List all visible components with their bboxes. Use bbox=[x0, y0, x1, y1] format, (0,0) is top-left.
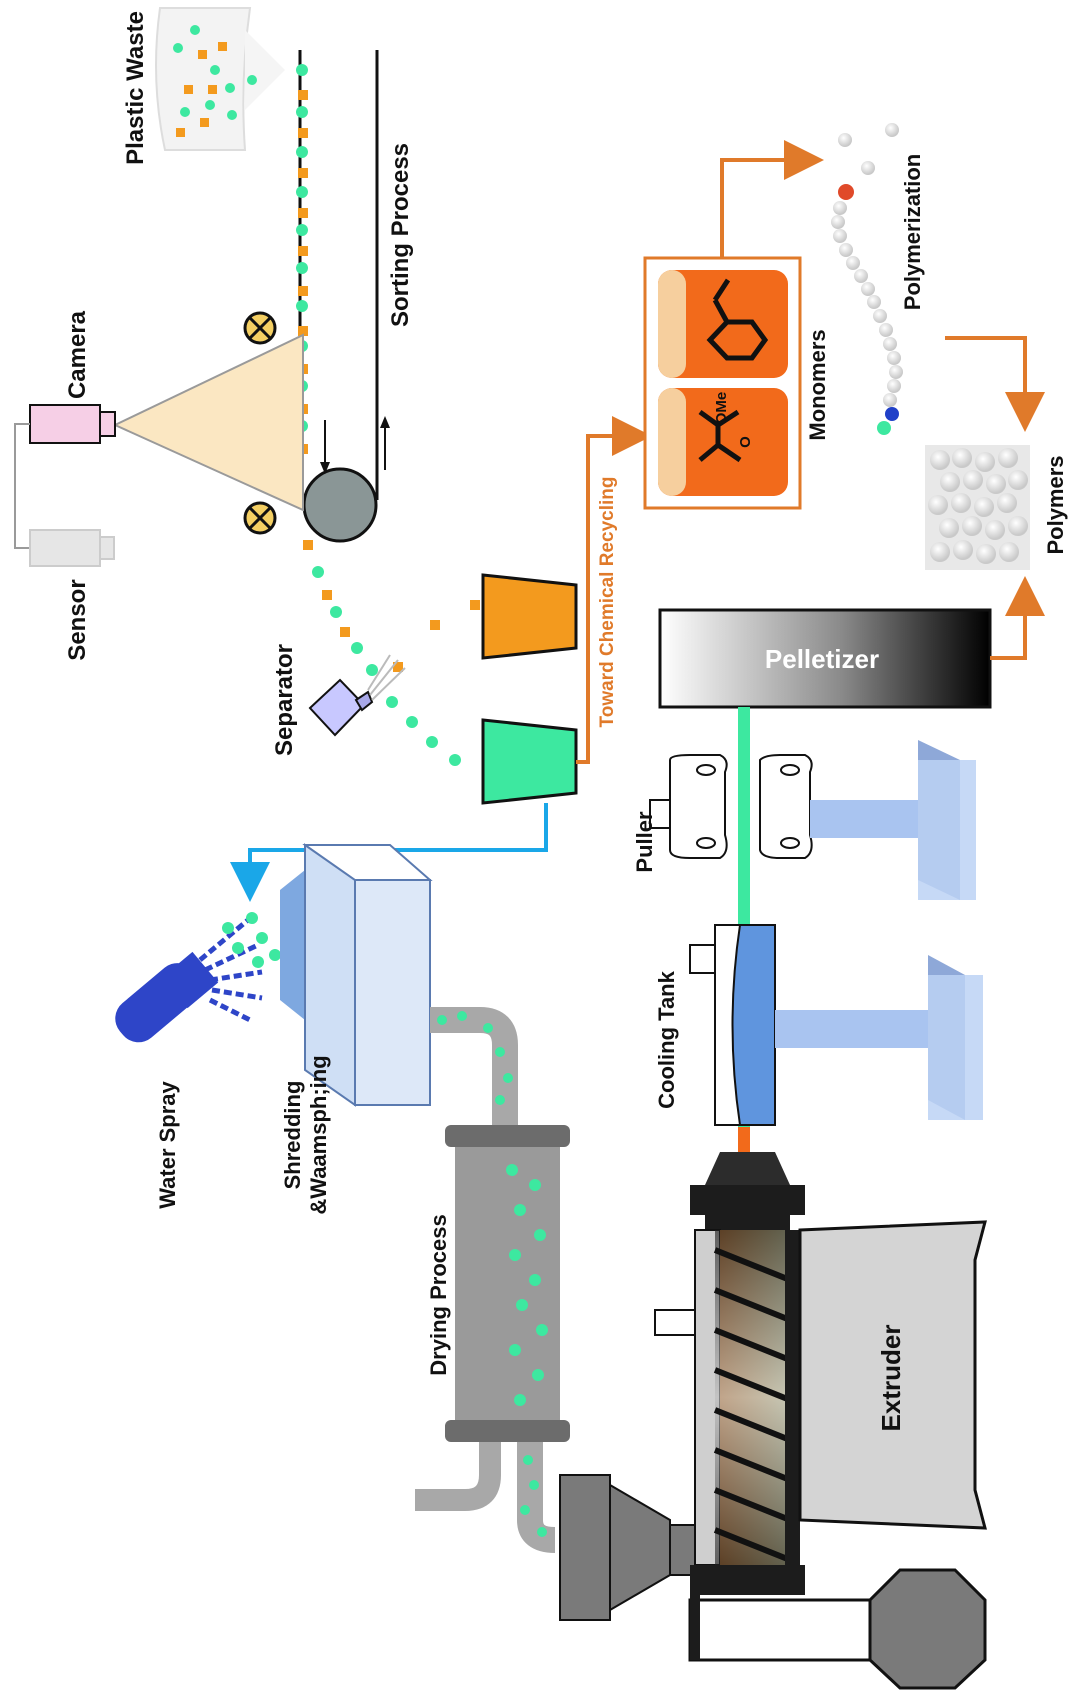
methyl-methacrylate-structure-icon bbox=[698, 409, 742, 463]
extruder-machine bbox=[559, 1152, 987, 1690]
puller bbox=[649, 740, 976, 900]
camera-view-cone bbox=[112, 333, 304, 512]
shredder bbox=[280, 843, 433, 1107]
pelletizer-box bbox=[658, 608, 992, 709]
polymer-chain bbox=[831, 123, 903, 435]
sensor-label: Sensor bbox=[64, 579, 91, 660]
extrudate-strand-orange bbox=[738, 1127, 750, 1152]
monomers-box: OMe O bbox=[643, 256, 802, 510]
camera-icon bbox=[29, 404, 116, 444]
dryer-inlet-pipe bbox=[415, 1442, 501, 1511]
pelletizer-to-polymers-arrow bbox=[990, 576, 1045, 660]
sorting-conveyor bbox=[298, 50, 390, 543]
monomers-to-polymerization-arrow bbox=[720, 140, 824, 258]
carbonyl-o-label: O bbox=[737, 436, 754, 448]
polymers-label: Polymers bbox=[1043, 455, 1068, 554]
drying-drum bbox=[445, 1125, 570, 1442]
spray-flakes bbox=[222, 912, 281, 968]
pelletizer-label: Pelletizer bbox=[765, 644, 879, 674]
sorting-flake-stream bbox=[290, 64, 480, 766]
plastic-waste-bowl bbox=[155, 7, 285, 151]
water-spray-label: Water Spray bbox=[155, 1080, 180, 1208]
styrene-structure-icon bbox=[706, 278, 769, 361]
sensor-icon bbox=[29, 529, 115, 567]
monomer-drum-2 bbox=[658, 388, 788, 496]
shredding-label-line2: &Waamsph;ing bbox=[306, 1055, 331, 1214]
x-circle-icon bbox=[243, 501, 277, 535]
bin-to-spray-arrow bbox=[230, 803, 548, 902]
puller-label: Puller bbox=[632, 811, 657, 873]
outlet-flakes bbox=[520, 1455, 547, 1537]
polymer-pellets-image bbox=[925, 445, 1030, 570]
sorting-process-label: Sorting Process bbox=[387, 143, 414, 327]
camera-sensor-cable bbox=[14, 423, 30, 549]
ome-label: OMe bbox=[713, 392, 730, 425]
polymerization-label: Polymerization bbox=[900, 154, 925, 310]
orange-collection-bin bbox=[481, 573, 578, 660]
air-nozzle-icon bbox=[308, 654, 406, 737]
extruder-label: Extruder bbox=[876, 1325, 906, 1432]
toward-chemical-recycling-label: Toward Chemical Recycling bbox=[597, 477, 618, 728]
pipe-flakes bbox=[437, 1011, 513, 1105]
chemical-recycling-arrow bbox=[576, 416, 652, 764]
x-circle-icon bbox=[243, 311, 277, 345]
shredder-to-dryer-pipe bbox=[430, 1007, 518, 1125]
conveyor-drum bbox=[302, 467, 378, 543]
polymerization-to-polymers-arrow bbox=[945, 336, 1045, 432]
spray-nozzle-icon bbox=[115, 918, 263, 1043]
dryer-outlet-pipe bbox=[517, 1442, 556, 1553]
separator-label: Separator bbox=[271, 644, 298, 756]
waste-flakes bbox=[173, 25, 257, 137]
cooling-tank bbox=[689, 924, 983, 1126]
drying-process-label: Drying Process bbox=[426, 1214, 451, 1375]
plastic-waste-label: Plastic Waste bbox=[122, 11, 149, 165]
green-collection-bin bbox=[481, 718, 578, 805]
monomers-label: Monomers bbox=[805, 329, 830, 440]
shredding-label-line1: Shredding bbox=[280, 1081, 305, 1190]
camera-label: Camera bbox=[64, 310, 91, 399]
cooling-tank-label: Cooling Tank bbox=[654, 970, 679, 1108]
